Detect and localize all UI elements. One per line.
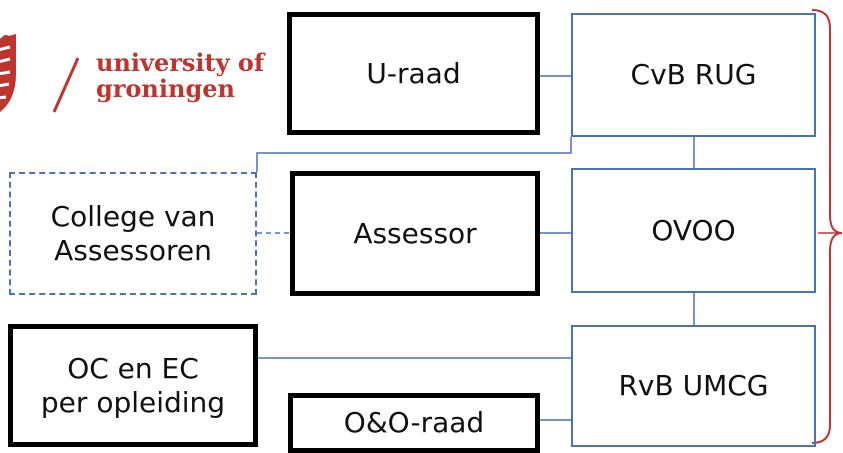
university-logo-text: university of groningen	[96, 48, 265, 103]
rvb-umcg-label: RvB UMCG	[618, 369, 769, 403]
connector-cvb-college	[256, 137, 572, 172]
ovoo-label: OVOO	[651, 213, 736, 247]
o-en-o-raad-label: O&O-raad	[343, 406, 485, 439]
assessor-label: Assessor	[353, 216, 477, 250]
o-en-o-raad-box: O&O-raad	[288, 393, 540, 453]
u-raad-box: U-raad	[287, 12, 540, 135]
ovoo-box: OVOO	[571, 168, 816, 293]
cvb-rug-label: CvB RUG	[630, 58, 757, 92]
college-van-assessoren-box: College van Assessoren	[9, 172, 257, 295]
assessor-box: Assessor	[290, 171, 540, 296]
oc-en-ec-box: OC en EC per opleiding	[8, 324, 258, 447]
u-raad-label: U-raad	[366, 56, 461, 90]
college-van-assessoren-label: College van Assessoren	[50, 200, 216, 267]
university-crest-icon	[0, 34, 16, 112]
rvb-umcg-box: RvB UMCG	[571, 325, 816, 447]
logo-slash	[52, 57, 80, 113]
oc-en-ec-label: OC en EC per opleiding	[40, 352, 226, 419]
cvb-rug-box: CvB RUG	[571, 13, 816, 137]
right-brace	[811, 9, 843, 444]
